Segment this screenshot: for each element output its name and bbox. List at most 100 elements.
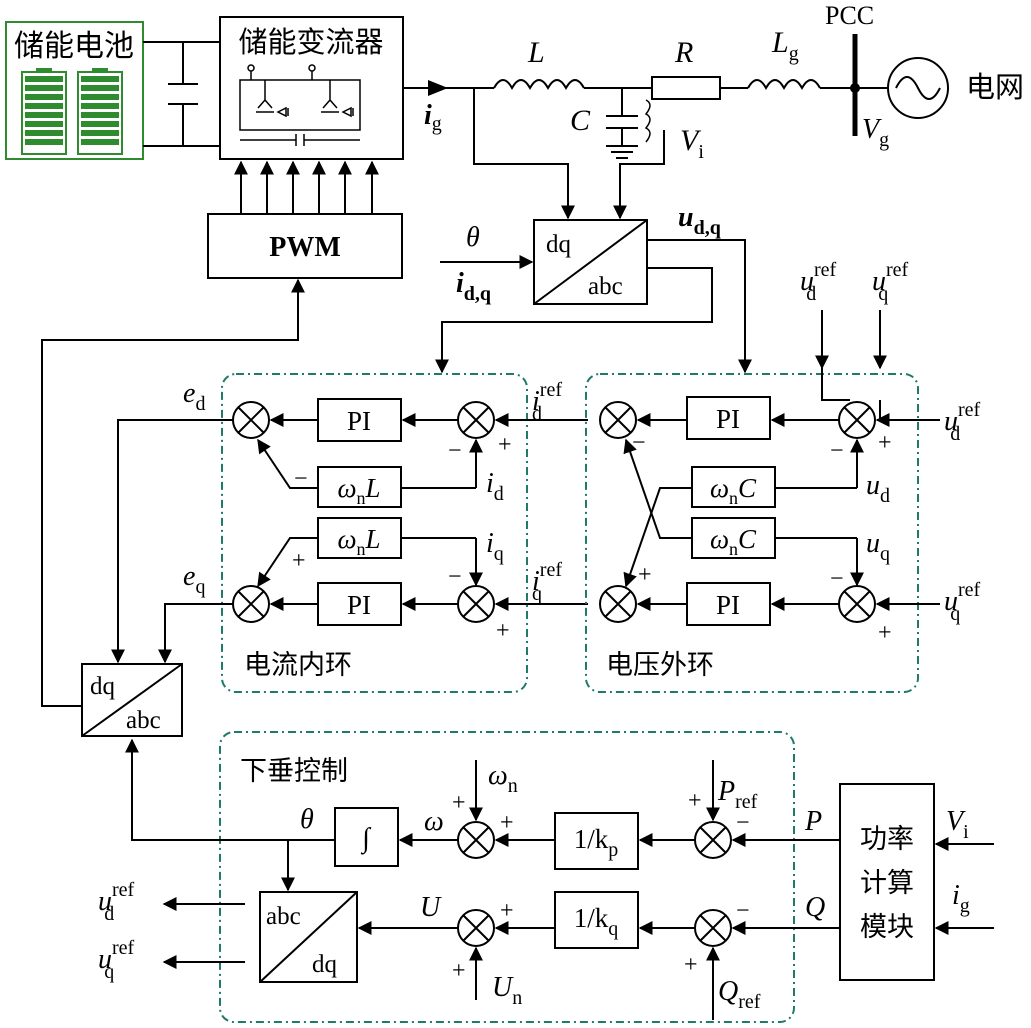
sign-ud-minus: − [830,438,844,464]
capacitor-C-label: C [570,104,591,137]
sign-uq-minus: − [830,566,844,592]
grid-label: 电网 [966,70,1024,104]
sign-uq-plus: + [878,620,892,646]
id-label: id [486,468,504,505]
sign-q-minus: − [736,898,750,924]
inductor-L-icon [493,79,585,91]
inductor-Lg-label: Lg [771,26,799,65]
battery-block: 储能电池 [5,21,144,160]
qref-label: Qref [718,976,761,1013]
wnL-d-block [317,466,402,508]
uq-label: uq [866,528,890,565]
droop-frame [219,731,795,1023]
pi-current-q [317,582,402,626]
theta-droop-label: θ [300,804,314,835]
power-calc-line1: 功率 [860,824,914,855]
power-ig-label: ig [952,880,970,917]
dq-abc-left-abc: abc [126,707,161,734]
pi-current-d [317,398,402,442]
idq-label: id,q [456,268,491,305]
sign-un-plus: + [452,958,466,984]
converter-label: 储能变流器 [238,25,383,59]
iq-label: iq [486,528,504,565]
pi-voltage-d-label: PI [716,404,740,434]
pref-label: Pref [717,776,758,813]
sign-ud-plus: + [878,430,892,456]
abc-dq-bottom-label: dq [312,951,338,978]
voltage-loop-frame [585,373,919,693]
pi-voltage-d [686,396,771,440]
voltage-loop-title: 电压外环 [606,650,714,681]
ground-icon [606,145,638,159]
wnL-d-label: ωnL [337,473,380,508]
pwm-block [207,213,403,279]
sign-u-plus: + [500,898,514,924]
ud-label: ud [866,470,890,507]
sign-vd-minus: − [632,430,646,456]
udq-label: ud,q [678,202,721,239]
pcc-label: PCC [825,1,874,30]
dq-abc-left-block: dq abc [81,663,183,737]
power-vi-label: Vi [946,806,969,843]
kp-block [554,812,639,870]
sign-id-plus: + [498,432,512,458]
dq-abc-top-dq: dq [546,231,572,258]
droop-title: 下垂控制 [240,756,348,787]
un-label: Un [492,972,522,1009]
converter-block: 储能变流器 [219,16,404,160]
sign-iq-minus: − [448,564,462,590]
sign-cross-minus: − [294,466,308,492]
battery-label: 储能电池 [14,29,134,64]
kp-label: 1/kp [574,824,619,861]
resistor-R-label: R [674,36,693,69]
power-calc-line3: 模块 [860,912,914,943]
resistor-R-icon [651,76,721,100]
ed-label: ed [183,378,205,415]
omega-label: ω [424,806,444,837]
integrator-label: ∫ [360,823,372,855]
pi-voltage-q-label: PI [716,590,740,620]
converter-frame [219,16,404,160]
dq-abc-top-block: dq abc [533,219,648,305]
ig-label: ig [424,100,442,135]
dc-capacitor-icon [168,83,198,105]
kq-label: 1/kq [574,903,619,940]
vi-label: Vi [680,124,704,163]
abc-dq-top-label: abc [266,903,301,930]
current-loop-title: 电流内环 [244,650,352,681]
q-label: Q [805,892,825,923]
dq-abc-top-abc: abc [588,273,623,300]
inductor-L-label: L [527,36,545,69]
sign-omega-plus: + [500,810,514,836]
pi-current-q-label: PI [347,590,371,620]
abc-dq-droop-block: abc dq [259,891,358,983]
power-calc-line2: 计算 [860,868,914,899]
vg-label: Vg [862,114,889,151]
theta-top-label: θ [466,222,480,253]
current-loop-frame [221,373,528,693]
capacitor-C-icon [606,115,638,129]
battery-cells-icon [21,68,123,155]
igbt-bridge-icon [239,64,361,146]
pi-current-d-label: PI [347,406,371,436]
wnL-q-label: ωnL [337,524,380,559]
integrator-block [334,807,399,867]
current-direction-icon [428,80,448,96]
sign-id-minus: − [448,438,462,464]
wnL-q-block [317,517,402,559]
omega-n-label: ωn [488,760,518,797]
pwm-label: PWM [269,232,341,263]
dq-abc-left-dq: dq [90,673,116,700]
sign-vq-plus: + [638,562,652,588]
wnC-q-label: ωnC [710,524,757,559]
u-label: U [420,892,442,923]
sign-iq-plus: + [496,618,510,644]
